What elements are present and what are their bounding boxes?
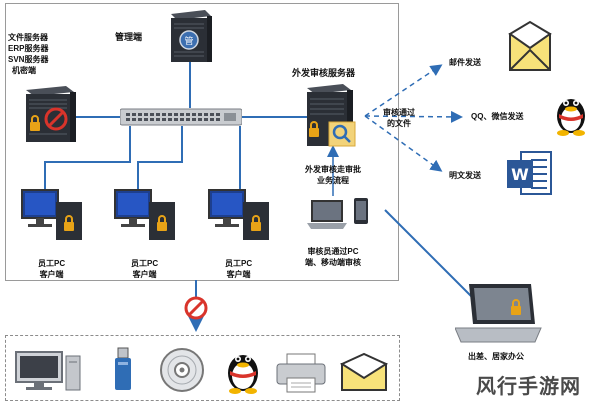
- watermark-text: 风行手游网: [476, 374, 581, 398]
- auditor-label-2: 端、移动端审核: [305, 258, 361, 267]
- svg-text:W: W: [511, 165, 529, 184]
- server-label-erp: ERP服务器: [8, 44, 49, 53]
- word-doc-icon: W: [507, 151, 552, 195]
- mgmt-label: 管理端: [115, 32, 143, 42]
- channel-plain-label: 明文发送: [449, 171, 481, 180]
- pc1-label-1: 员工PC: [38, 259, 66, 268]
- qq-icon: [228, 355, 258, 394]
- pc2-label-1: 员工PC: [131, 259, 159, 268]
- audit-pass-label-2: 的文件: [387, 119, 411, 128]
- blocked-devices-box: [5, 335, 400, 401]
- channel-qq-label: QQ、微信发送: [471, 112, 524, 121]
- audit-pass-label-1: 审核通过: [383, 108, 415, 117]
- email-icon: [340, 352, 388, 391]
- pc3-label-1: 员工PC: [225, 259, 253, 268]
- qq-icon: [557, 99, 585, 136]
- remote-laptop-icon: [455, 284, 542, 343]
- desktop-icon: [15, 351, 81, 391]
- printer-icon: [276, 353, 326, 393]
- remote-label: 出差、居家办公: [468, 352, 524, 361]
- server-label-file: 文件服务器: [8, 33, 48, 42]
- auditor-devices-icon: [307, 198, 368, 229]
- employee-pc-icon: [114, 189, 175, 240]
- management-server-icon: 管: [171, 10, 212, 62]
- internal-network-frame: [5, 3, 399, 281]
- audit-flow-label-2: 业务流程: [317, 176, 349, 185]
- channel-email-label: 邮件发送: [449, 58, 481, 67]
- employee-pc-icon: [208, 189, 269, 240]
- audit-flow-label-1: 外发审核走审批: [305, 165, 361, 174]
- usb-icon: [115, 347, 131, 390]
- audit-server-label: 外发审核服务器: [292, 68, 356, 78]
- blocked-server-icon: [26, 86, 76, 142]
- pc3-label-2: 客户端: [226, 270, 251, 279]
- employee-pc-icon: [21, 189, 82, 240]
- audit-server-icon: [307, 84, 356, 147]
- prohibited-icon: [184, 296, 208, 320]
- cd-icon: [160, 348, 204, 392]
- network-switch-icon: [120, 108, 242, 126]
- pc2-label-2: 客户端: [132, 270, 157, 279]
- server-label-secret: 机密端: [12, 66, 36, 75]
- auditor-label-1: 审核员通过PC: [307, 247, 359, 256]
- svg-text:管: 管: [184, 35, 193, 47]
- pc1-label-2: 客户端: [39, 270, 64, 279]
- email-icon: [508, 20, 552, 71]
- server-label-svn: SVN服务器: [8, 55, 49, 64]
